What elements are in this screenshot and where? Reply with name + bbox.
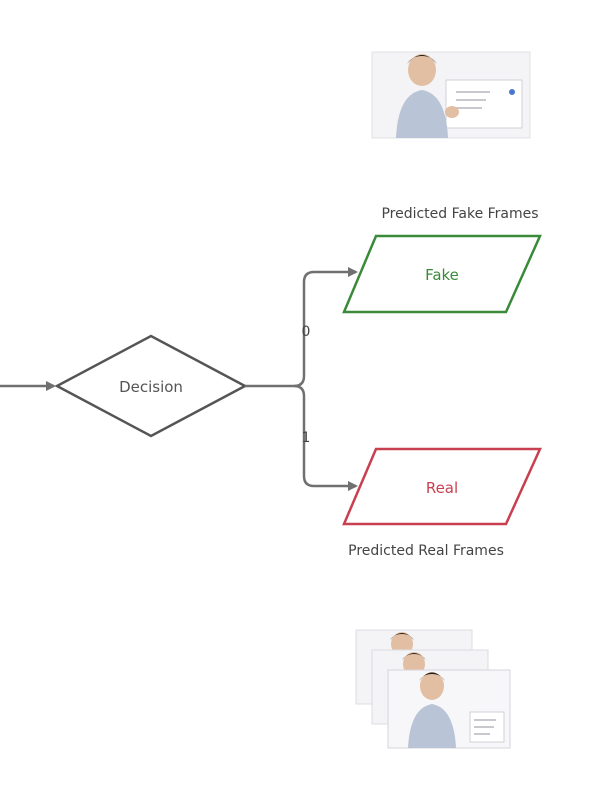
held-document-icon: [445, 79, 523, 129]
fake-branch-value: 0: [302, 324, 311, 340]
real-branch-value: 1: [302, 430, 311, 446]
bottom-stacked-frames-image: [355, 629, 511, 749]
real-output-shape: [342, 447, 542, 526]
fake-output-label: Fake: [425, 266, 459, 284]
real-frames-caption: Predicted Real Frames: [348, 543, 504, 559]
fake-output-shape: [342, 234, 542, 314]
top-video-frame-image: [371, 51, 531, 139]
decision-label: Decision: [119, 378, 183, 396]
person-figure-icon: [396, 54, 459, 138]
real-branch-connector: [293, 384, 358, 491]
stacked-frame-front: [387, 669, 511, 749]
real-output-label: Real: [426, 479, 458, 497]
fake-branch-connector: [293, 267, 358, 388]
fake-frames-caption: Predicted Fake Frames: [381, 206, 538, 222]
